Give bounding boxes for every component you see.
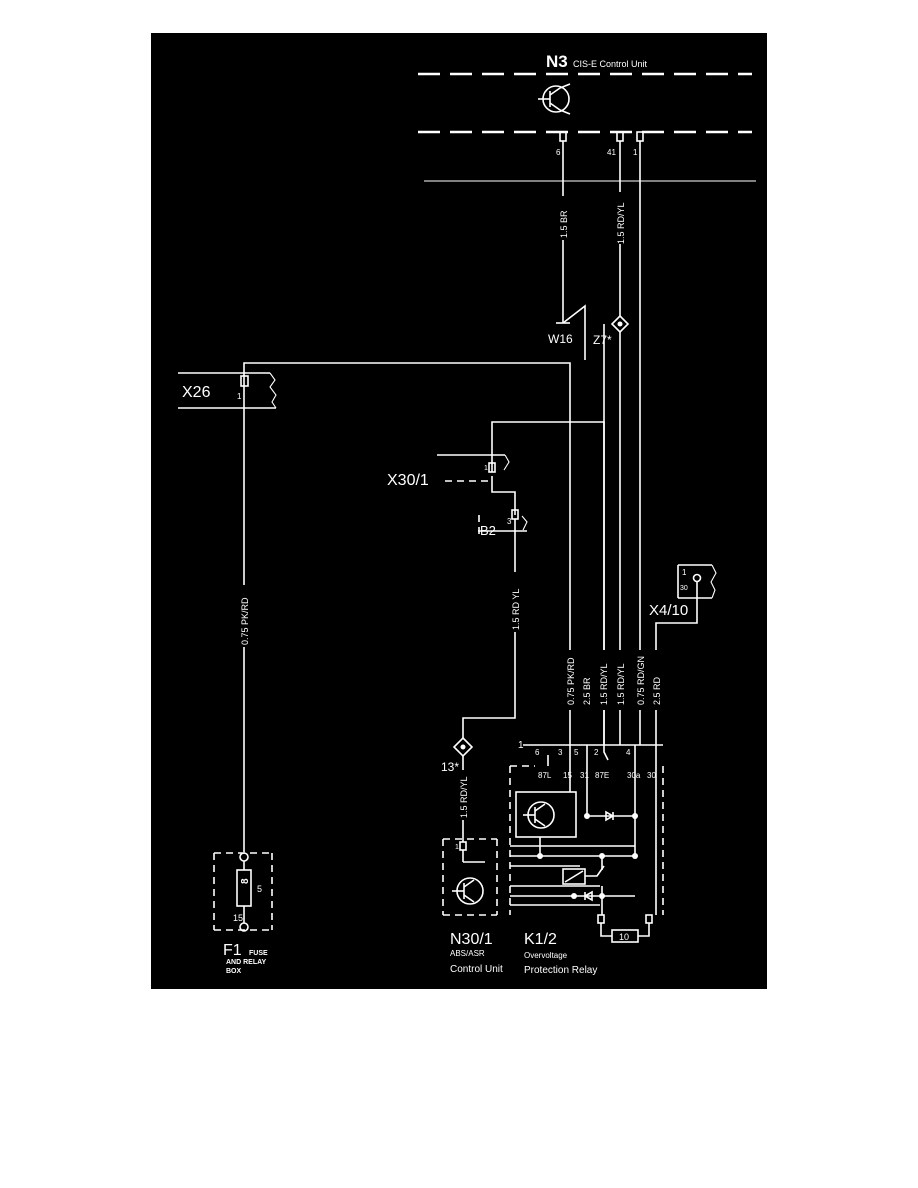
wire-label-k-pin3: 2.5 BR — [582, 677, 592, 705]
f1-fuse-number: 8 — [240, 878, 251, 884]
resistor-icon — [611, 929, 639, 943]
k1-2-name-1: Overvoltage — [524, 951, 568, 960]
k1-2-term-87l: 87L — [538, 771, 552, 780]
x4-10-code: X4/10 — [649, 602, 688, 619]
k1-2-pin-4: 4 — [626, 748, 631, 757]
f1-pin-top: 5 — [257, 884, 262, 894]
f1-name-1: FUSE — [249, 950, 268, 957]
n3-control-unit: N3 CIS-E Control Unit 6 41 1 — [418, 52, 756, 182]
k1-2-pin-5: 5 — [574, 748, 579, 757]
f1-pin-bottom: 15 — [233, 913, 243, 923]
w16-ground: W16 — [548, 304, 586, 360]
wire-label-x26-f1: 0.75 PK/RD — [240, 597, 250, 645]
x26-connector: X26 1 0.75 PK/RD — [178, 362, 571, 852]
k1-2-name-2: Protection Relay — [524, 965, 597, 976]
wire-label-k-pin6: 0.75 PK/RD — [566, 657, 576, 705]
n3-pin-6: 6 — [556, 148, 561, 157]
wire-label-k-pin4: 2.5 RD — [652, 676, 662, 705]
x4-10-pin-1: 1 — [682, 568, 687, 577]
x26-code: X26 — [182, 384, 211, 401]
w16-code: W16 — [548, 332, 573, 346]
x30-1-pin-3: 3 — [507, 517, 512, 526]
n3-wires: 1.5 BR 1.5 RD/YL — [557, 141, 641, 745]
n30-1-name-2: Control Unit — [450, 964, 503, 975]
wire-label-b2-splice: 1.5 RD YL — [511, 589, 521, 630]
x30-1-pin-1: 1 — [484, 465, 488, 472]
f1-name-2: AND RELAY — [226, 959, 267, 966]
n3-pin-1: 1 — [633, 148, 638, 157]
k1-2-term-30: 30 — [647, 771, 656, 780]
x30-1-connector: X30/1 1 3 B2 1.5 RD YL — [387, 421, 605, 745]
z7-code: Z7* — [593, 333, 612, 347]
n3-code: N3 — [546, 52, 568, 71]
k1-2-term-87e: 87E — [595, 771, 609, 780]
x4-10-pin-30: 30 — [680, 585, 688, 592]
n30-1-name-1: ABS/ASR — [450, 949, 485, 958]
f1-code: F1 — [223, 942, 242, 959]
splice-13-code: 13* — [441, 760, 459, 774]
wire-label-k-pin5b: 1.5 RD/YL — [616, 663, 626, 705]
x26-pin: 1 — [237, 392, 242, 401]
n30-1-pin: 1 — [455, 844, 459, 851]
n30-1-transistor-icon — [452, 877, 484, 905]
k1-2-wire-labels: 0.75 PK/RD 2.5 BR 1.5 RD/YL 1.5 RD/YL 0.… — [563, 650, 663, 710]
k1-2-term-30a: 30a — [627, 771, 641, 780]
diagram-background — [151, 33, 767, 989]
wire-label-splice-n30: 1.5 RD/YL — [459, 776, 469, 818]
k1-2-code: K1/2 — [524, 931, 557, 948]
k1-2-term-15: 15 — [563, 771, 572, 780]
f1-fuse-box: 8 5 15 F1 FUSE AND RELAY BOX — [213, 852, 273, 975]
k1-2-connector: 1 — [518, 740, 524, 751]
n30-1-control-unit: 1 N30/1 ABS/ASR Control Unit — [442, 838, 503, 975]
k1-2-pin-2: 2 — [594, 748, 599, 757]
wire-label-n3-pin6: 1.5 BR — [559, 210, 569, 238]
k1-2-resistor: 10 — [619, 932, 629, 942]
x30-1-code: X30/1 — [387, 472, 429, 489]
fuse-icon — [236, 869, 252, 907]
wire-label-n3-pin41: 1.5 RD/YL — [616, 202, 626, 244]
n30-1-code: N30/1 — [450, 931, 493, 948]
wire-label-k-pin5a: 1.5 RD/YL — [599, 663, 609, 705]
n3-pin-41: 41 — [607, 148, 616, 157]
b2-code: B2 — [480, 523, 496, 538]
f1-name-3: BOX — [226, 968, 242, 975]
k1-2-pin-3: 3 — [558, 748, 563, 757]
n3-name: CIS-E Control Unit — [573, 59, 648, 69]
n3-transistor-icon — [538, 83, 571, 115]
splice-13: 13* 1.5 RD/YL — [441, 736, 474, 842]
k1-2-term-31: 31 — [580, 771, 589, 780]
k1-2-transistor-icon — [523, 801, 555, 829]
k1-2-pin-6: 6 — [535, 748, 540, 757]
wire-label-k-pin2: 0.75 RD/GN — [636, 656, 646, 705]
k1-2-relay: 1 6 3 5 2 4 87L 15 31 87E 30a 30 — [509, 740, 664, 976]
